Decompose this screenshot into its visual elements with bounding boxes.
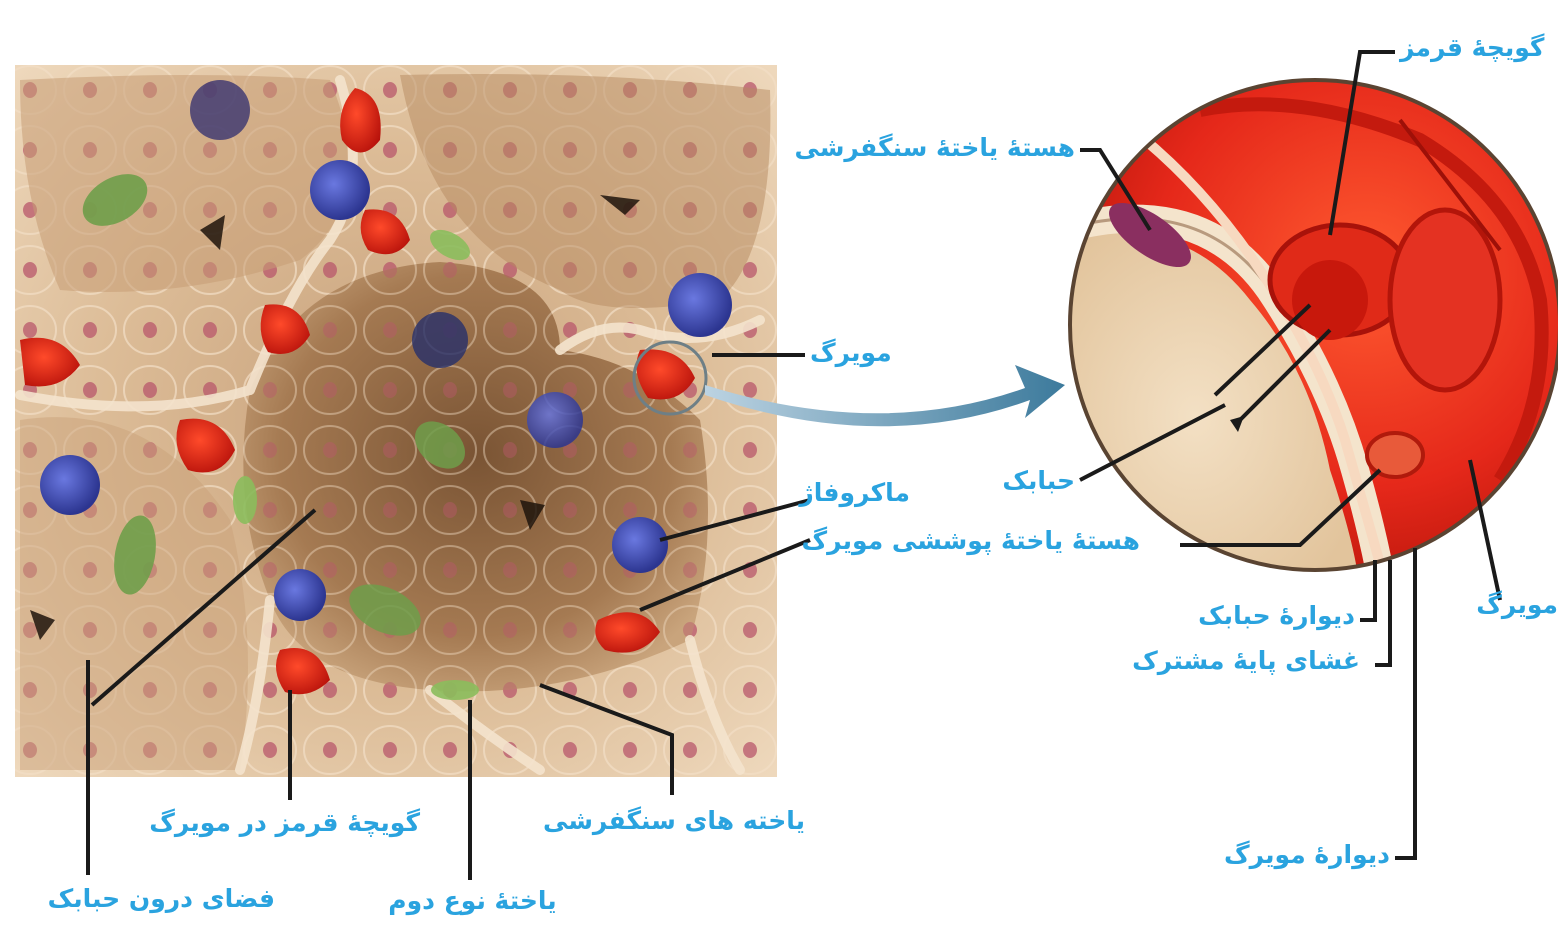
label-basement-membrane: غشای پایهٔ مشترک — [1060, 648, 1360, 673]
label-alveolus: حبابک — [975, 468, 1075, 493]
label-squamous-nucleus: هستهٔ یاختهٔ سنگفرشی — [780, 135, 1075, 160]
label-capillary-wall: دیوارهٔ مویرگ — [1180, 842, 1390, 867]
label-capillary-right: مویرگ — [1478, 592, 1558, 617]
label-red-cell: گویچهٔ قرمز — [1400, 35, 1550, 60]
label-alveolar-wall: دیوارهٔ حبابک — [1150, 603, 1355, 628]
alveolus-pit — [20, 75, 349, 292]
label-red-cell-in-capillary: گویچهٔ قرمز در مویرگ — [150, 810, 420, 835]
label-capillary-left: مویرگ — [810, 340, 920, 365]
label-squamous-cells: یاخته های سنگفرشی — [530, 808, 805, 833]
label-type2-cell: یاختهٔ نوع دوم — [380, 888, 565, 913]
endothelial-nucleus-shape — [1367, 433, 1423, 477]
label-endothelial-nucleus: هستهٔ یاختهٔ پوششی مویرگ — [780, 528, 1140, 553]
label-alveolar-space: فضای درون حبابک — [20, 886, 275, 911]
label-macrophage: ماکروفاژ — [790, 480, 910, 505]
